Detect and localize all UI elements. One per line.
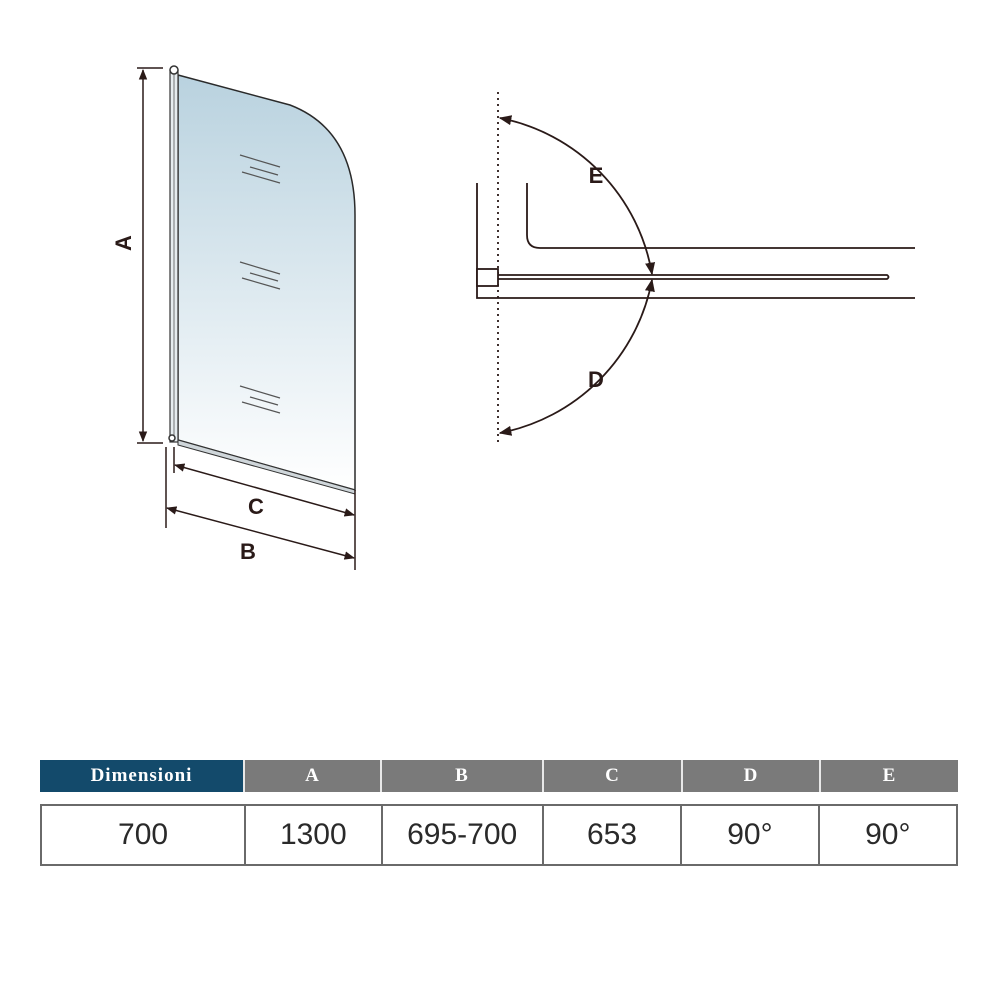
hinge-top	[169, 65, 179, 75]
label-e: E	[589, 163, 604, 188]
header-b: B	[382, 760, 544, 792]
shower-screen-diagram: A C B E D	[111, 65, 915, 570]
label-a: A	[111, 235, 136, 251]
swing-arc-e	[498, 115, 656, 276]
header-d: D	[683, 760, 821, 792]
header-a: A	[245, 760, 382, 792]
label-b: B	[240, 539, 256, 564]
dimension-a	[137, 67, 163, 444]
bath-edge	[476, 183, 915, 299]
front-view: A C B	[111, 65, 356, 570]
value-dimensioni: 700	[42, 806, 247, 864]
value-b: 695-700	[383, 806, 544, 864]
hinge-bottom	[168, 434, 176, 442]
table-header-row: Dimensioni A B C D E	[40, 760, 958, 792]
header-dimensioni: Dimensioni	[40, 760, 245, 792]
label-c: C	[248, 494, 264, 519]
header-e: E	[821, 760, 958, 792]
glass-panel	[177, 74, 356, 491]
value-e: 90°	[865, 818, 911, 851]
label-d: D	[588, 367, 604, 392]
value-a: 1300	[246, 806, 383, 864]
value-d: 90°	[682, 806, 820, 864]
top-view	[476, 92, 915, 442]
wall-bracket	[476, 268, 499, 287]
glass-panel-top	[498, 274, 890, 280]
dimensions-table: Dimensioni A B C D E 700 1300 695-700 65…	[40, 760, 958, 866]
value-c: 653	[544, 806, 683, 864]
header-c: C	[544, 760, 683, 792]
bath-inner-rim	[526, 183, 915, 249]
glass-reflection-marks	[239, 154, 281, 414]
table-row: 700 1300 695-700 653 90° 90°	[40, 804, 958, 866]
dimension-b	[165, 447, 356, 560]
swing-arc-d	[498, 278, 655, 436]
